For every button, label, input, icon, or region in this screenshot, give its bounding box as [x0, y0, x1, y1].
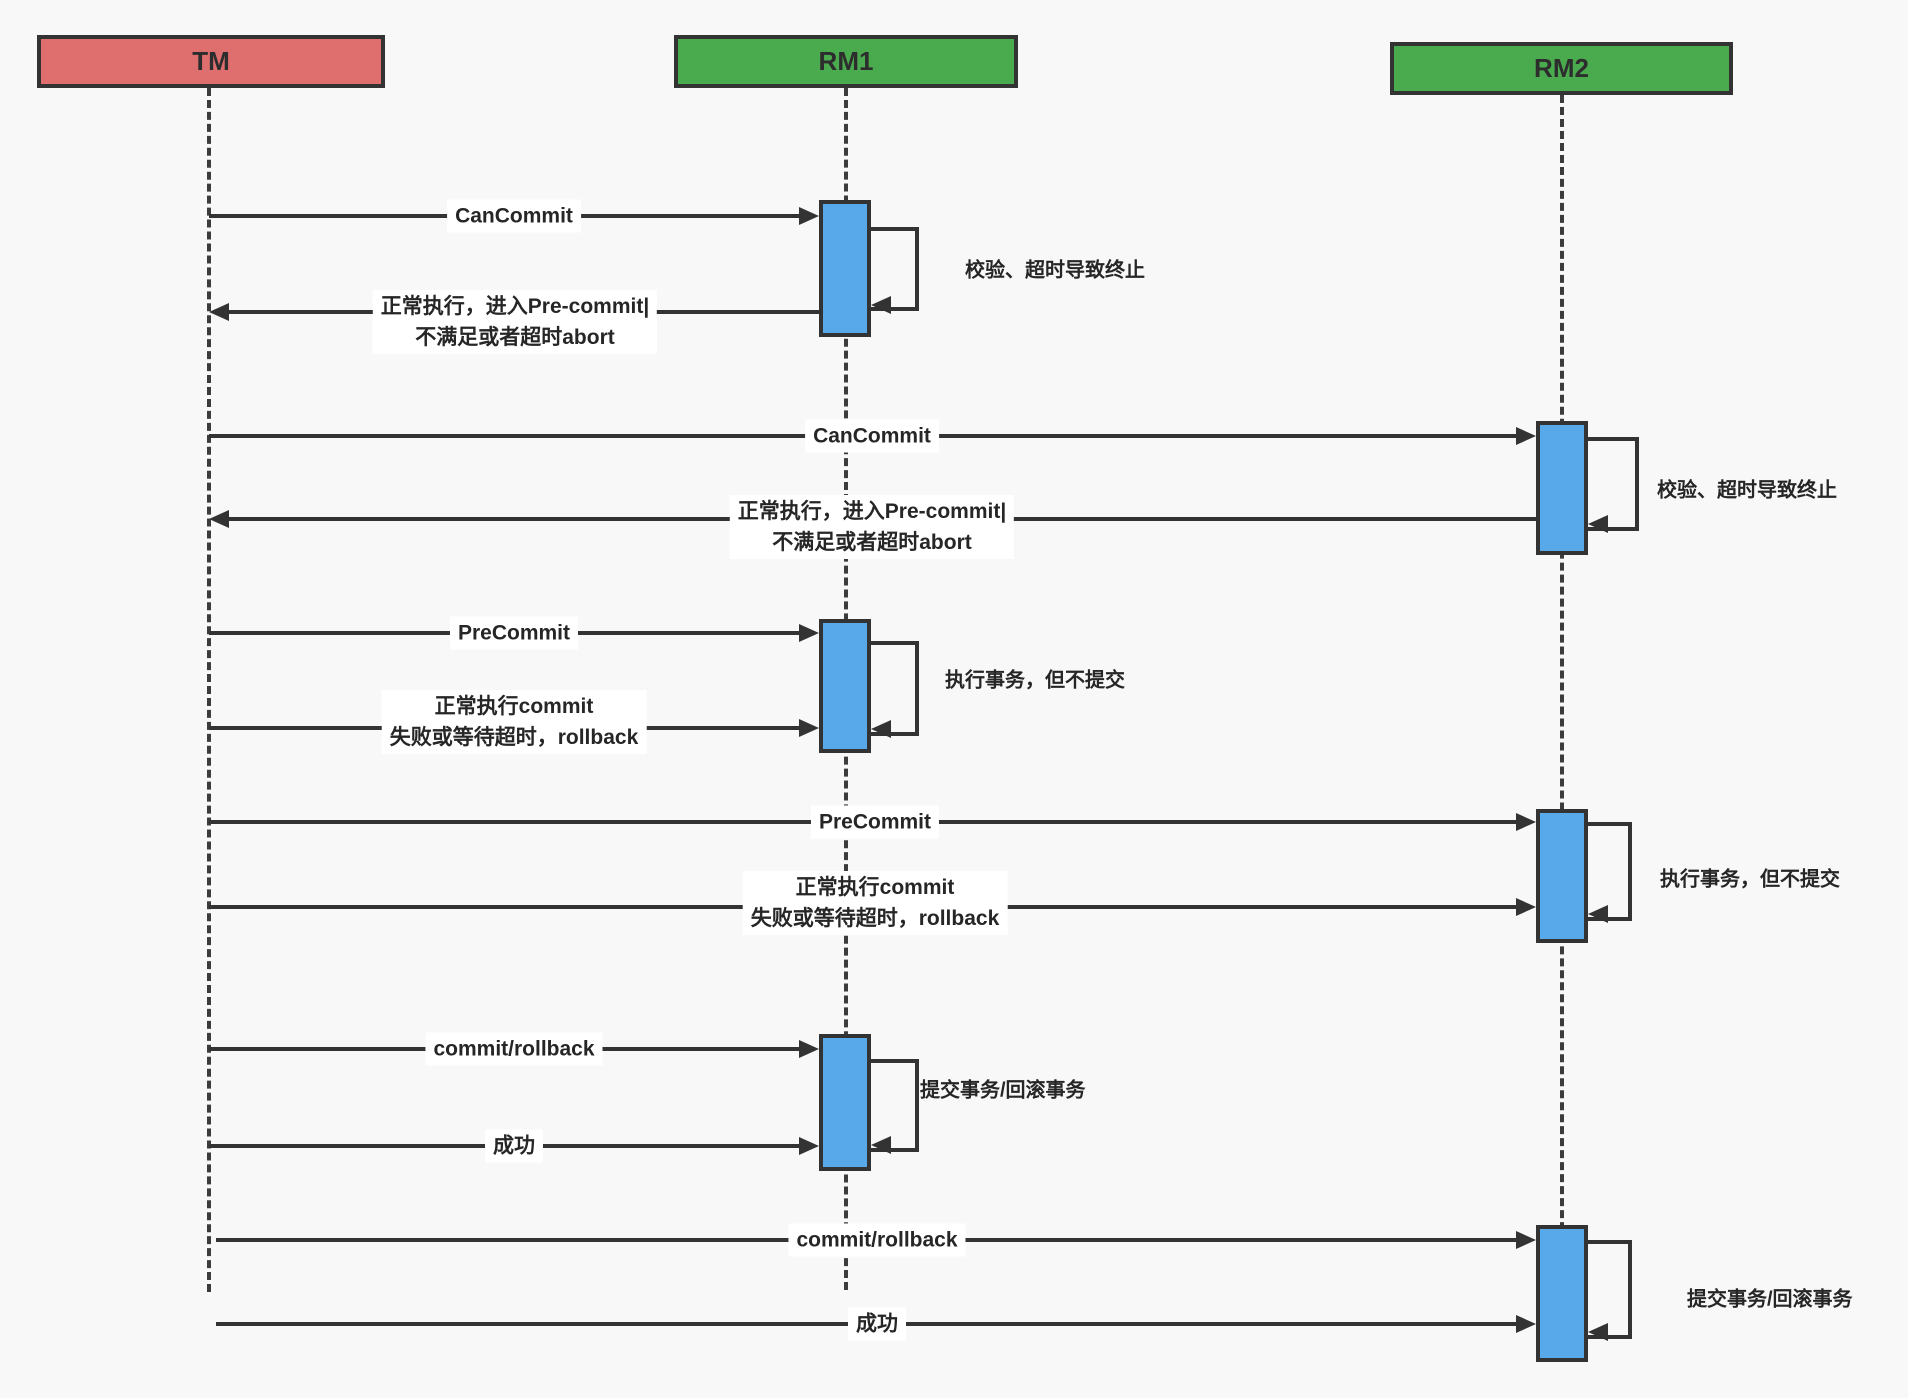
msg-precommit-rm1-label: PreCommit: [449, 616, 579, 650]
msg-commit-rm1-arrowhead: [799, 1040, 819, 1058]
note-rm2-validate: 校验、超时导致终止: [1657, 479, 1837, 502]
msg-commit-rm1-label: commit/rollback: [425, 1032, 603, 1066]
rm2-precommit-selfloop: [1588, 822, 1632, 921]
msg-cancommit-rm2-label: CanCommit: [805, 419, 939, 453]
rm2-cancommit-loop-arrowhead: [1588, 515, 1608, 533]
reply-line1: 正常执行commit: [795, 876, 955, 899]
actor-rm1: RM1: [674, 35, 1018, 88]
msg-cancommit-rm1-reply-label: 正常执行，进入Pre-commit| 不满足或者超时abort: [372, 290, 658, 354]
rm1-activation-cancommit: [819, 200, 871, 337]
note-rm1-execute: 执行事务，但不提交: [945, 669, 1125, 692]
rm1-cancommit-selfloop: [871, 227, 919, 311]
msg-precommit-rm2-label: PreCommit: [810, 805, 940, 839]
msg-cancommit-rm1-arrowhead: [799, 207, 819, 225]
msg-commitdecision-rm2-label: 正常执行commit 失败或等待超时，rollback: [742, 871, 1008, 935]
msg-commitdecision-rm2-arrowhead: [1516, 898, 1536, 916]
actor-rm2-label: RM2: [1534, 53, 1589, 83]
msg-success-rm1-arrowhead: [799, 1137, 819, 1155]
rm2-commit-loop-arrowhead: [1588, 1323, 1608, 1341]
rm2-activation-precommit: [1536, 809, 1588, 943]
reply-line1: 正常执行，进入Pre-commit|: [737, 500, 1007, 523]
note-rm1-commit: 提交事务/回滚事务: [920, 1079, 1086, 1102]
note-rm2-commit: 提交事务/回滚事务: [1687, 1288, 1853, 1311]
msg-cancommit-rm2-arrowhead: [1516, 427, 1536, 445]
msg-success-rm2-label: 成功: [848, 1307, 906, 1341]
rm1-activation-precommit: [819, 619, 871, 753]
msg-cancommit-rm1-label: CanCommit: [447, 199, 581, 233]
msg-commitdecision-rm1-label: 正常执行commit 失败或等待超时，rollback: [381, 690, 647, 754]
msg-commit-rm2-arrowhead: [1516, 1231, 1536, 1249]
actor-rm2: RM2: [1390, 42, 1733, 95]
msg-cancommit-rm2-reply-arrowhead: [209, 510, 229, 528]
actor-rm1-label: RM1: [818, 46, 874, 76]
rm2-activation-commit: [1536, 1225, 1588, 1362]
rm2-commit-selfloop: [1588, 1240, 1632, 1339]
msg-cancommit-rm1-reply-arrowhead: [209, 303, 229, 321]
rm1-commit-selfloop: [871, 1059, 919, 1152]
msg-success-rm2-arrowhead: [1516, 1315, 1536, 1333]
actor-tm: TM: [37, 35, 385, 88]
reply-line1: 正常执行commit: [434, 695, 594, 718]
rm1-precommit-loop-arrowhead: [871, 720, 891, 738]
msg-precommit-rm1-arrowhead: [799, 624, 819, 642]
reply-line2: 不满足或者超时abort: [415, 326, 615, 349]
msg-commitdecision-rm1-arrowhead: [799, 719, 819, 737]
rm2-cancommit-selfloop: [1588, 437, 1639, 531]
rm2-precommit-loop-arrowhead: [1588, 905, 1608, 923]
reply-line2: 失败或等待超时，rollback: [389, 726, 639, 749]
msg-cancommit-rm2-reply-label: 正常执行，进入Pre-commit| 不满足或者超时abort: [729, 495, 1015, 559]
rm2-lifeline: [1560, 95, 1564, 1362]
rm2-activation-cancommit: [1536, 421, 1588, 555]
reply-line2: 失败或等待超时，rollback: [750, 907, 1000, 930]
actor-tm-label: TM: [192, 46, 230, 76]
rm1-precommit-selfloop: [871, 641, 919, 736]
note-rm1-validate: 校验、超时导致终止: [965, 259, 1145, 282]
rm1-commit-loop-arrowhead: [871, 1136, 891, 1154]
reply-line2: 不满足或者超时abort: [772, 531, 972, 554]
reply-line1: 正常执行，进入Pre-commit|: [380, 295, 650, 318]
msg-commit-rm2-label: commit/rollback: [788, 1223, 966, 1257]
msg-success-rm1-label: 成功: [485, 1129, 543, 1163]
note-rm2-execute: 执行事务，但不提交: [1660, 868, 1840, 891]
tm-lifeline: [207, 88, 211, 1292]
msg-precommit-rm2-arrowhead: [1516, 813, 1536, 831]
rm1-activation-commit: [819, 1034, 871, 1171]
rm1-cancommit-loop-arrowhead: [871, 296, 891, 314]
